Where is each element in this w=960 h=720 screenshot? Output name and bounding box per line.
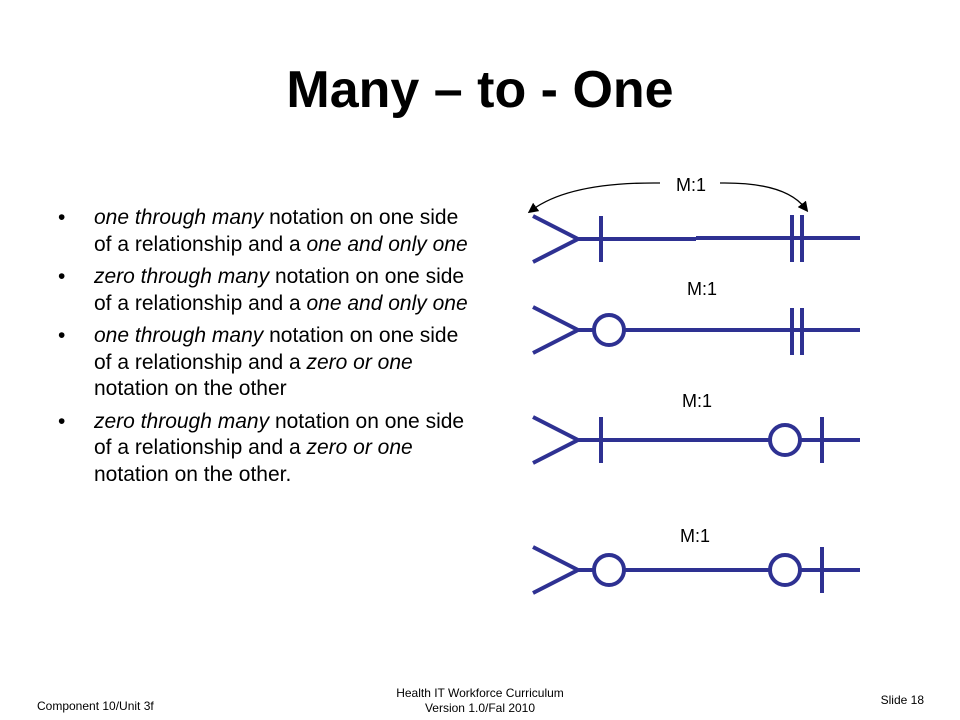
bullet-text: notation on one side of a relationship a…: [94, 324, 459, 374]
relationship-row-4: M:1: [532, 526, 860, 595]
bullet-dot: •: [58, 265, 66, 288]
bullet-text: notation on one side of a relationship a…: [94, 265, 465, 315]
footer-curriculum-line2: Version 1.0/Fal 2010: [424, 701, 536, 715]
bullet-item: • zero through many notation on one side …: [58, 264, 478, 317]
bullet-dot: •: [58, 324, 66, 347]
relationship-label: M:1: [680, 526, 710, 546]
bullet-emphasis: one through many: [94, 206, 264, 229]
footer-curriculum: Health IT Workforce Curriculum Version 1…: [330, 686, 630, 716]
slide-title: Many – to - One: [286, 61, 674, 119]
relationship-row-3: M:1: [532, 391, 860, 465]
crow-foot-icon: [532, 545, 583, 595]
circle-icon: [592, 313, 626, 347]
relationship-row-2: M:1: [532, 279, 860, 355]
bullet-emphasis: zero or one: [306, 350, 413, 374]
bullet-emphasis: one and only one: [306, 291, 468, 315]
relationship-label: M:1: [676, 175, 706, 195]
bullet-emphasis: zero or one: [306, 436, 413, 459]
bullet-dot: •: [58, 206, 66, 229]
footer-slide-number: Slide 18: [880, 693, 924, 707]
bullet-dot: •: [58, 409, 66, 433]
circle-icon: [768, 423, 802, 457]
label-arrow: [719, 182, 809, 213]
footer-curriculum-line1: Health IT Workforce Curriculum: [396, 686, 564, 700]
bullet-text: notation on one side of a relationship a…: [94, 206, 459, 256]
bullet-list: • one through many notation on one side o…: [58, 205, 478, 494]
bullet-item: • one through many notation on one side o…: [58, 205, 478, 258]
bullet-item: • zero through many notation on one side …: [58, 409, 478, 489]
bullet-text: notation on the other: [94, 377, 287, 400]
relationship-label: M:1: [682, 391, 712, 411]
bullet-emphasis: one through many: [94, 324, 264, 347]
circle-icon: [768, 553, 802, 587]
relationship-label: M:1: [687, 279, 717, 299]
footer-component: Component 10/Unit 3f: [37, 699, 154, 713]
crow-foot-icon: [532, 214, 583, 264]
crow-foot-icon: [532, 305, 583, 355]
label-arrow: [527, 182, 661, 214]
bullet-text: notation on one side of a relationship a…: [94, 409, 465, 460]
crow-foot-icon: [532, 415, 583, 465]
relationship-row-1: M:1: [527, 175, 860, 264]
bullet-item: • one through many notation on one side o…: [58, 323, 478, 403]
bullet-text: notation on the other.: [94, 462, 292, 486]
circle-icon: [592, 553, 626, 587]
bullet-emphasis: one and only one: [306, 232, 468, 256]
bullet-emphasis: zero through many: [94, 409, 270, 433]
bullet-emphasis: zero through many: [94, 265, 270, 288]
